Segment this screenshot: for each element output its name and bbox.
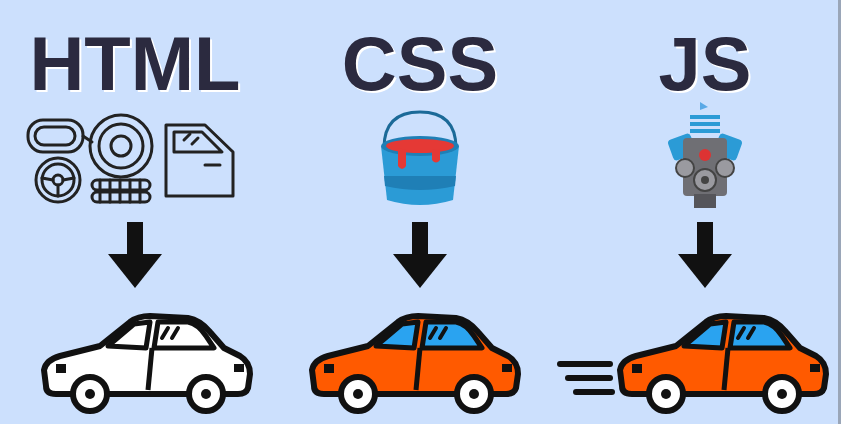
painted-car — [312, 316, 518, 411]
heading-label: CSS — [342, 26, 498, 102]
down-arrows — [108, 222, 732, 288]
moving-car — [620, 316, 826, 411]
car-parts-icon — [28, 115, 233, 202]
edge-line — [838, 0, 841, 424]
paint-bucket-icon — [381, 112, 459, 205]
engine-icon — [667, 102, 743, 208]
car-outline — [44, 316, 250, 411]
heading-label: JS — [659, 26, 752, 102]
speed-lines — [560, 364, 612, 392]
heading-label: HTML — [29, 26, 240, 102]
edge-strip — [841, 0, 848, 424]
